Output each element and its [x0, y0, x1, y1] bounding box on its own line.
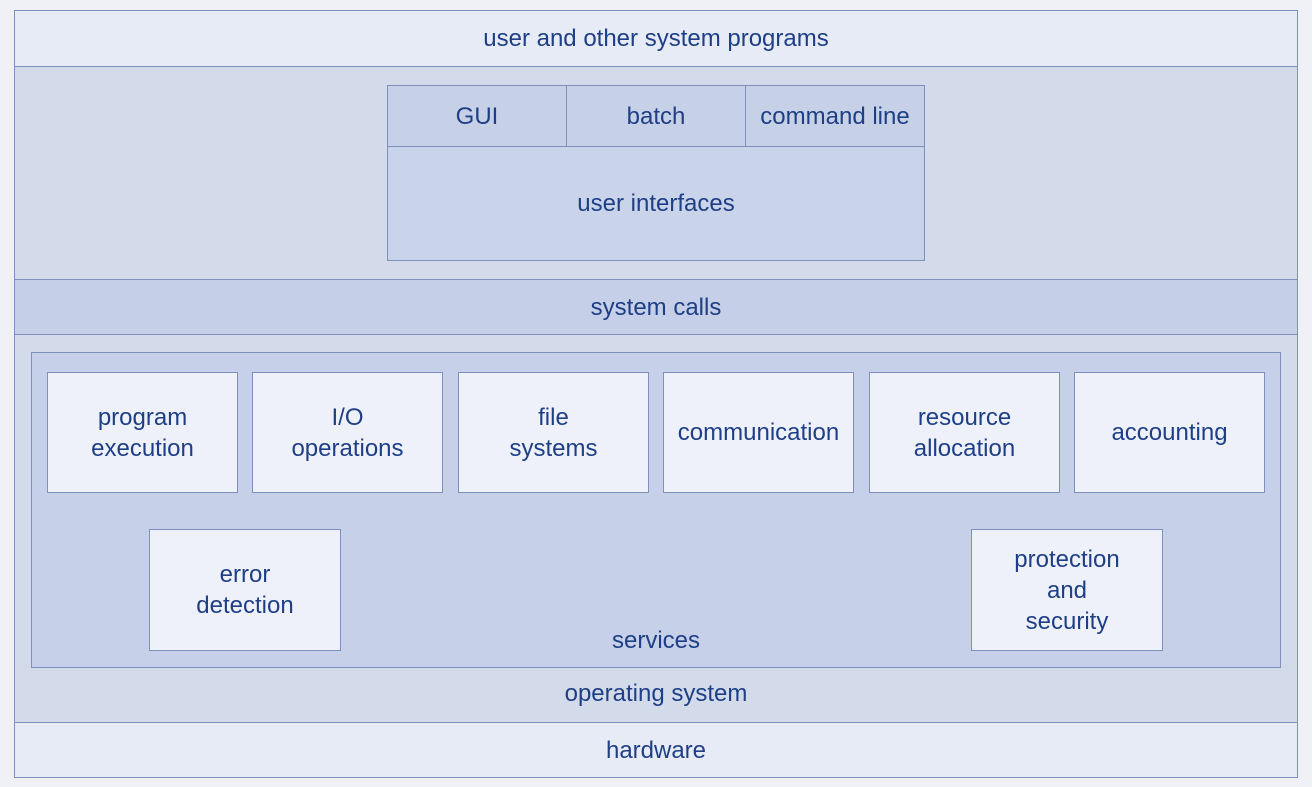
layer-user-programs: user and other system programs — [14, 10, 1298, 67]
service-error-detection: error detection — [149, 529, 341, 651]
ui-command-line: command line — [745, 85, 925, 147]
layer-operating-system: operating system — [564, 679, 748, 707]
service-resource-allocation: resource allocation — [869, 372, 1060, 493]
service-file-systems: file systems — [458, 372, 649, 493]
service-communication: communication — [663, 372, 854, 493]
layer-system-calls: system calls — [14, 279, 1298, 335]
services-label: services — [611, 626, 701, 654]
layer-hardware: hardware — [14, 722, 1298, 778]
service-accounting: accounting — [1074, 372, 1265, 493]
ui-gui: GUI — [387, 85, 567, 147]
ui-label: user interfaces — [387, 146, 925, 261]
service-protection-security: protection and security — [971, 529, 1163, 651]
service-io-operations: I/O operations — [252, 372, 443, 493]
service-program-execution: program execution — [47, 372, 238, 493]
ui-batch: batch — [566, 85, 746, 147]
